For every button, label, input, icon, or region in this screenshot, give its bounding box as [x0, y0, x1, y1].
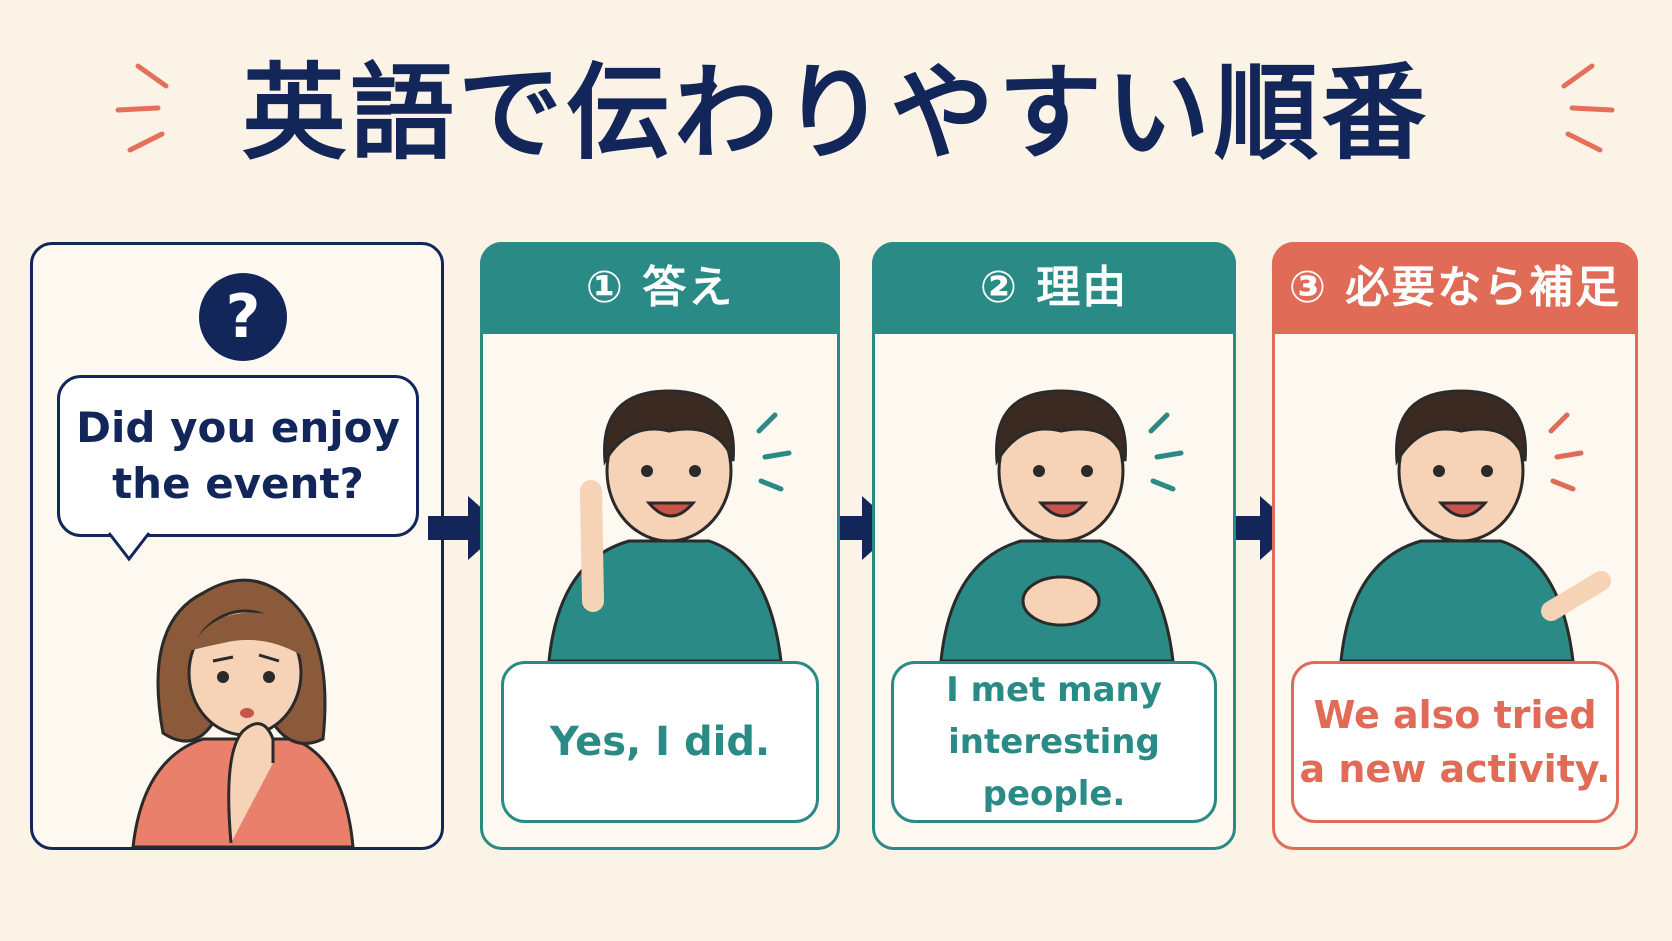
step-header-supplement: ③ 必要なら補足	[1272, 242, 1638, 334]
man-pointing-illustration	[547, 389, 792, 663]
page-title: 英語で伝わりやすい順番	[241, 52, 1430, 174]
question-panel: ? Did you enjoy the event?	[30, 242, 444, 850]
step-panel-answer: ① 答え Yes, I did.	[480, 242, 840, 850]
step-header-answer: ① 答え	[480, 242, 840, 334]
question-bubble: Did you enjoy the event?	[57, 375, 419, 537]
supplement-line-1: We also tried	[1313, 693, 1597, 737]
step-panel-reason: ② 理由 I met many interesting people.	[872, 242, 1236, 850]
supplement-bubble: We also tried a new activity.	[1291, 661, 1619, 823]
reason-line-1: I met many	[946, 670, 1162, 710]
reason-bubble: I met many interesting people.	[891, 661, 1217, 823]
man-hand-on-chest-illustration	[939, 389, 1184, 663]
answer-line-1: Yes, I did.	[549, 719, 771, 765]
bubble-tail-icon	[107, 529, 151, 562]
left-burst-icon	[115, 63, 169, 153]
reason-line-2: interesting people.	[948, 722, 1160, 814]
man-gesturing-illustration	[1339, 389, 1611, 663]
answer-bubble: Yes, I did.	[501, 661, 819, 823]
right-burst-icon	[1561, 63, 1615, 153]
question-line-2: the event?	[112, 459, 364, 508]
supplement-line-2: a new activity.	[1299, 747, 1611, 791]
question-line-1: Did you enjoy	[76, 403, 400, 452]
step-panel-supplement: ③ 必要なら補足 We also tried a new activity.	[1272, 242, 1638, 850]
question-mark-icon: ?	[199, 273, 287, 361]
woman-thinking-illustration	[131, 578, 355, 849]
step-header-reason: ② 理由	[872, 242, 1236, 334]
